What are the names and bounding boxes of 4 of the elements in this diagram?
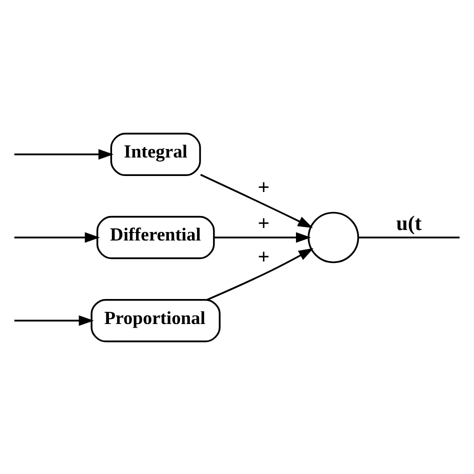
edge-label: + [258,176,270,199]
edge-label: + [258,211,270,234]
edge-label: + [258,244,270,268]
edge-label: u(t [396,211,422,234]
